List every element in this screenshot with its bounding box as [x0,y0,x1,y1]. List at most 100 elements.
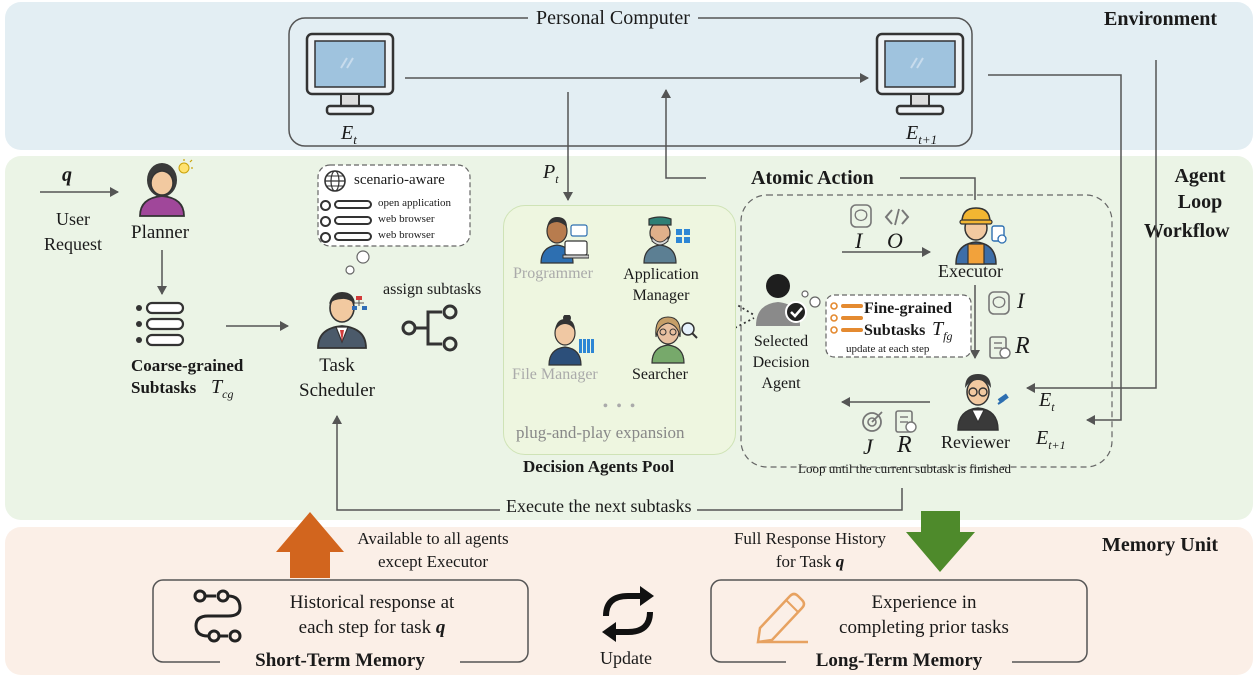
state-et1-base: E [906,122,919,144]
update-label: Update [600,648,652,668]
user-request-label: User Request [38,207,108,257]
thought-item-1: open application [320,197,470,212]
execute-next-label: Execute the next subtasks [500,496,698,517]
agent-loop-label-line2: Loop [1177,191,1223,213]
pt-base: P [543,161,556,183]
state-et1-sub: t+1 [918,132,938,147]
fine-note: update at each step [846,343,930,355]
pencil-icon [756,592,808,644]
pt-sub: t [555,172,559,186]
executor-label: Executor [938,261,1003,281]
sym-o-top: O [887,228,903,253]
loop-note: Loop until the current subtask is finish… [798,461,1012,476]
state-et-sub: t [353,132,357,147]
selected-agent-line2: Decision [752,354,810,371]
user-request-line1: User [56,209,90,229]
environment-label: Environment [1104,8,1217,30]
reviewer-et-sub: t [1051,400,1055,414]
coarse-symbol-sub: cg [222,387,234,401]
short-term-line2: each step for task [298,617,432,638]
selected-agent-line1: Selected [753,333,809,350]
planner-label: Planner [131,222,190,243]
reviewer-et-base: E [1039,389,1052,411]
pool-title: Decision Agents Pool [523,457,675,476]
reviewer-et1: Et+1 [1036,427,1066,453]
available-line1: Available to all agents [357,529,509,548]
fine-list-icon [830,302,863,334]
sym-i-top: I [855,228,863,253]
reviewer-label: Reviewer [941,432,1010,452]
update-icon [602,586,654,642]
pt-label: Pt [543,161,559,187]
short-term-title: Short-Term Memory [220,650,460,672]
coarse-list-icon [136,301,185,347]
file-manager-icon [548,315,594,366]
long-term-title: Long-Term Memory [786,650,1012,672]
fine-symbol: Tfg [932,318,952,344]
task-scheduler-line1: Task [319,355,355,376]
sym-r-right: R [1015,333,1030,359]
long-term-line2: completing prior tasks [839,617,1009,638]
brain-icon [850,204,872,228]
executor-icon [955,207,1007,265]
decision-agents-pool [503,205,736,455]
long-term-line1: Experience in [871,592,977,613]
memory-unit-label: Memory Unit [1102,534,1219,556]
reviewer-et1-base: E [1036,427,1049,449]
fine-label-line2: Subtasks [864,322,926,339]
sym-j: J [863,434,873,459]
pool-expansion-label: plug-and-play expansion [516,423,685,442]
state-et1-label: Et+1 [906,122,937,148]
agent-loop-label-line1: Agent [1174,165,1226,187]
fine-symbol-sub: fg [943,329,953,343]
sym-r-bottom: R [897,432,912,458]
reviewer-et: Et [1039,389,1055,415]
application-manager-label: Application Manager [612,264,710,306]
long-term-text: Experience in completing prior tasks [812,590,1036,640]
reviewer-icon [957,374,1009,431]
selected-agent-icon [756,274,807,326]
searcher-icon [651,316,698,364]
thought-bubble [317,164,471,247]
available-note: Available to all agents except Executor [333,527,533,573]
thought-title: scenario-aware [354,172,445,188]
report-icon-right [989,336,1011,359]
monitor-left-icon [305,32,395,116]
task-scheduler-label: Task Scheduler [292,353,382,403]
full-history-note: Full Response History for Task q [710,527,910,573]
full-history-symbol: q [835,552,845,571]
full-history-line2: for Task [775,552,832,571]
thought-item-2-text: web browser [378,213,435,225]
coarse-label-line2: Subtasks [131,378,197,397]
sym-i-right: I [1017,288,1025,313]
task-scheduler-line2: Scheduler [299,380,375,401]
searcher-label: Searcher [632,366,688,383]
available-line2: except Executor [378,552,488,571]
state-et-base: E [341,122,354,144]
state-et-label: Et [341,122,357,148]
programmer-icon [540,217,589,264]
task-scheduler-icon [317,292,367,349]
atomic-action-label: Atomic Action [751,167,874,189]
short-term-symbol: q [435,617,446,638]
pc-label: Personal Computer [528,7,698,30]
brain-icon-right [988,291,1010,315]
short-term-line2-row: each step for task q [262,615,482,640]
agent-loop-label-workflow: Workflow [1144,220,1230,242]
planner-icon [139,159,193,217]
user-request-line2: Request [44,234,102,254]
selected-agent-label: Selected Decision Agent [738,331,824,394]
thought-item-3-text: web browser [378,229,435,241]
fine-label-line1: Fine-grained [864,300,952,317]
application-manager-line1: Application [623,266,699,283]
short-term-line1: Historical response at [289,592,455,613]
full-history-line2-row: for Task q [710,550,910,573]
agent-loop-label: Agent Loop [1160,163,1240,215]
globe-icon [324,170,346,192]
assign-subtasks-label: assign subtasks [383,281,482,298]
selected-agent-line3: Agent [761,375,801,392]
report-icon-bottom [895,410,917,433]
short-term-text: Historical response at each step for tas… [262,590,482,640]
coarse-label-line1: Coarse-grained [131,356,244,375]
